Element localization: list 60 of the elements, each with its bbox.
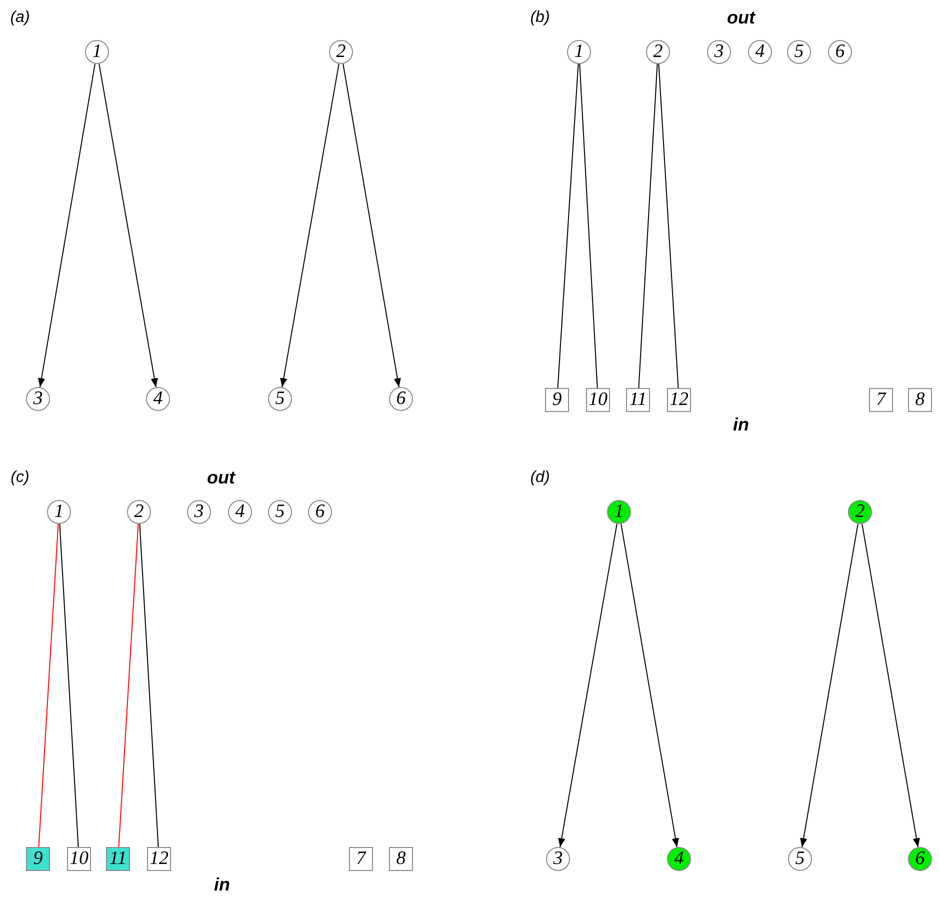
circle-node: 5: [268, 500, 292, 524]
arrow: [800, 523, 858, 848]
circle-node: 6: [908, 847, 932, 871]
square-node: 12: [147, 847, 171, 871]
circle-node: 3: [546, 847, 570, 871]
arrow: [620, 523, 679, 848]
circle-node: 1: [567, 40, 591, 64]
circle-node: 5: [787, 40, 811, 64]
square-node: 11: [626, 388, 650, 412]
circle-node: 2: [848, 500, 872, 524]
circle-node: 4: [667, 847, 691, 871]
arrow: [862, 523, 920, 848]
layer-label: in: [214, 874, 230, 896]
arrow: [98, 63, 158, 388]
panel-label: (d): [530, 469, 550, 487]
square-node: 7: [349, 847, 373, 871]
arrow: [342, 63, 401, 388]
circle-node: 4: [228, 500, 252, 524]
circle-node: 3: [707, 40, 731, 64]
square-node: 8: [908, 388, 932, 412]
circle-node: 1: [607, 500, 631, 524]
panel-label: (a): [10, 9, 30, 27]
circle-node: 1: [85, 40, 109, 64]
layer-label: out: [727, 8, 755, 28]
square-node: 9: [26, 847, 50, 871]
arrow: [38, 63, 96, 388]
circle-node: 6: [308, 500, 332, 524]
circle-node: 2: [127, 500, 151, 524]
circle-node: 2: [329, 40, 353, 64]
panel-label: (b): [530, 9, 550, 27]
circle-node: 3: [187, 500, 211, 524]
connector-line: [139, 523, 159, 848]
layer-label: in: [733, 414, 749, 436]
connector-line: [59, 523, 79, 848]
square-node: 10: [586, 388, 610, 412]
circle-node: 5: [268, 387, 292, 411]
circle-node: 5: [788, 847, 812, 871]
circle-node: 1: [47, 500, 71, 524]
square-node: 10: [67, 847, 91, 871]
connector-line: [638, 63, 658, 388]
circle-node: 4: [748, 40, 772, 64]
connector-line: [557, 63, 579, 388]
arrow: [558, 523, 618, 848]
square-node: 12: [667, 388, 691, 412]
layer-label: out: [207, 468, 235, 488]
arrow: [280, 63, 340, 388]
circle-node: 3: [26, 387, 50, 411]
square-node: 11: [106, 847, 130, 871]
circle-node: 6: [828, 40, 852, 64]
connector-line: [38, 523, 59, 848]
square-node: 8: [389, 847, 413, 871]
connector-line: [579, 63, 598, 388]
circle-node: 4: [146, 387, 170, 411]
panel-label: (c): [10, 469, 30, 487]
square-node: 9: [545, 388, 569, 412]
connector-line: [118, 523, 139, 848]
circle-node: 2: [646, 40, 670, 64]
connector-line: [658, 63, 679, 388]
square-node: 7: [869, 388, 893, 412]
circle-node: 6: [389, 387, 413, 411]
